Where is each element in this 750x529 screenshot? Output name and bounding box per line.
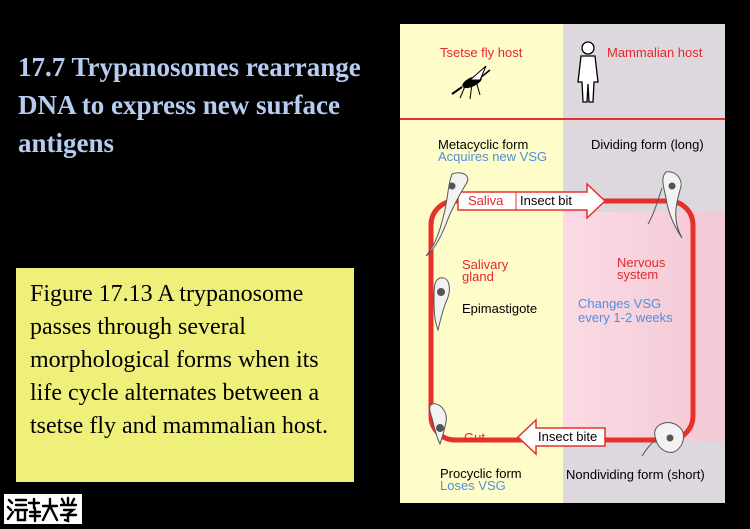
nondividing-trypanosome-icon xyxy=(641,422,685,457)
tsetse-fly-icon xyxy=(451,65,491,100)
life-cycle-diagram: Tsetse fly host Mammalian host Metacycli… xyxy=(400,24,725,503)
procyclic-form-label: Procyclic form xyxy=(440,466,522,481)
slide-title: 17.7 Trypanosomes rearrange DNA to expre… xyxy=(18,52,361,158)
figure-caption: Figure 17.13 A trypanosome passes throug… xyxy=(16,268,354,482)
nervous-system-label-1: Nervous xyxy=(617,255,666,270)
dividing-form-label: Dividing form (long) xyxy=(591,137,704,152)
changes-vsg-label-1: Changes VSG xyxy=(578,296,661,311)
metacyclic-trypanosome-icon xyxy=(425,172,469,257)
changes-vsg-label-2: every 1-2 weeks xyxy=(578,310,673,325)
salivary-gland-label-1: Salivary xyxy=(462,257,509,272)
mammal-host-label: Mammalian host xyxy=(607,45,703,60)
university-logo xyxy=(4,494,82,524)
dividing-trypanosome-icon xyxy=(647,171,683,239)
insect-bite-arrow-top xyxy=(457,182,607,220)
fly-host-label: Tsetse fly host xyxy=(440,45,523,60)
saliva-label: Saliva xyxy=(468,193,504,208)
insect-bite-bottom-label: Insect bite xyxy=(538,429,597,444)
procyclic-note: Loses VSG xyxy=(440,478,506,493)
insect-bite-arrow-bottom xyxy=(516,418,606,456)
insect-bite-top-label: Insect bit xyxy=(520,193,572,208)
salivary-gland-label-2: gland xyxy=(462,269,494,284)
metacyclic-form-label: Metacyclic form xyxy=(438,137,528,152)
human-icon xyxy=(577,41,599,103)
gut-label: Gut xyxy=(464,430,485,445)
procyclic-trypanosome-icon xyxy=(429,403,447,446)
nervous-system-label-2: system xyxy=(617,267,658,282)
mammal-footer-region xyxy=(563,442,725,503)
epimastigote-trypanosome-icon xyxy=(433,277,450,332)
metacyclic-note: Acquires new VSG xyxy=(438,149,547,164)
nondividing-form-label: Nondividing form (short) xyxy=(566,467,705,482)
epimastigote-label: Epimastigote xyxy=(462,301,537,316)
